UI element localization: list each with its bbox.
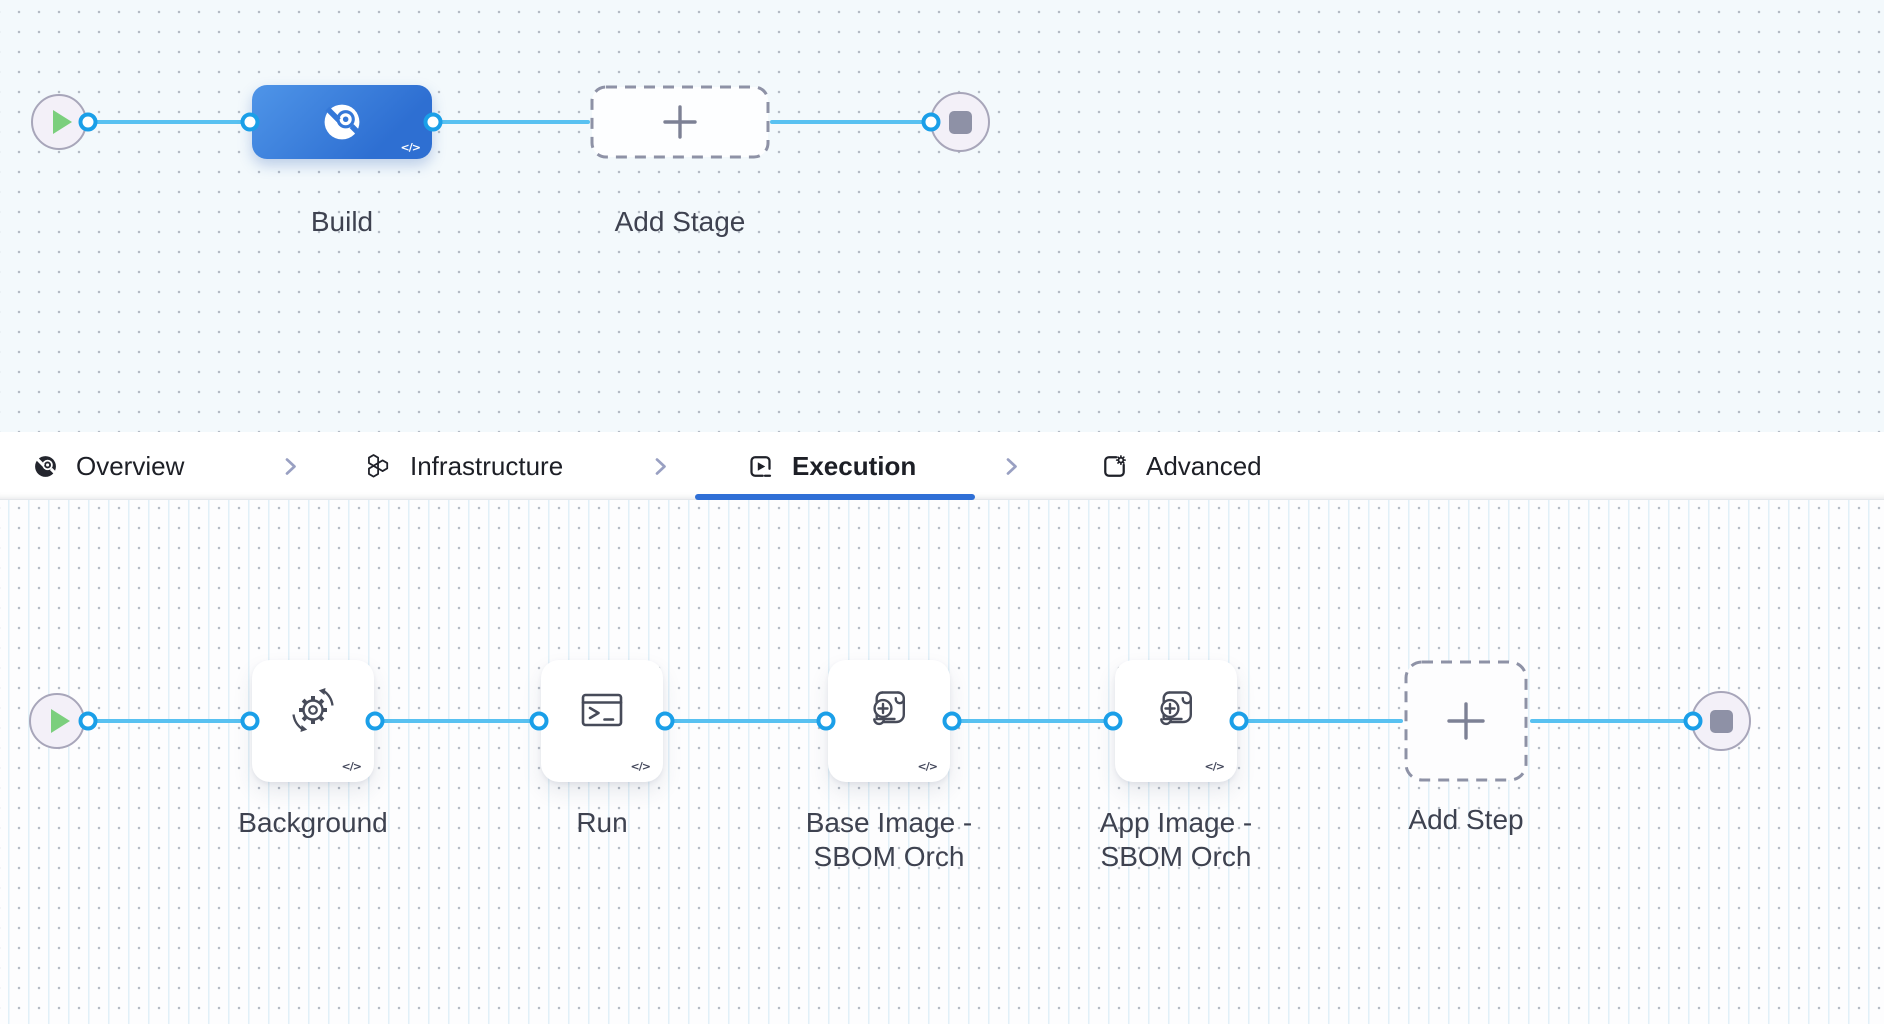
stop-icon — [1709, 709, 1733, 733]
execution-start-node[interactable] — [29, 693, 85, 749]
stop-icon — [948, 110, 972, 134]
port[interactable] — [78, 112, 98, 132]
tab-infrastructure[interactable]: Infrastructure — [362, 432, 563, 500]
chevron-right-icon — [1006, 458, 1017, 475]
edge-build-to-addstage — [433, 120, 590, 124]
port[interactable] — [240, 112, 260, 132]
tab-label: Infrastructure — [410, 450, 564, 481]
plus-icon — [663, 105, 697, 139]
pipeline-start-node[interactable] — [31, 94, 87, 150]
step-node-base-image-sbom-orch[interactable]: </> — [828, 660, 950, 782]
advanced-icon — [1104, 454, 1126, 477]
plus-icon — [1447, 702, 1485, 740]
edge — [375, 719, 539, 723]
infrastructure-icon — [368, 454, 389, 478]
edge — [88, 719, 250, 723]
execution-canvas[interactable]: </> </> </> — [0, 500, 1884, 1024]
port[interactable] — [78, 711, 98, 731]
tab-label: Execution — [792, 450, 917, 481]
edge-start-to-build — [88, 120, 250, 124]
stage-config-tabs: Overview Infrastructure Execution — [0, 432, 1884, 500]
code-toggle[interactable]: </> — [630, 760, 651, 773]
chevron-right-icon — [655, 458, 666, 475]
port[interactable] — [655, 711, 675, 731]
build-stage-icon — [324, 104, 360, 140]
execution-icon — [750, 455, 772, 477]
code-toggle[interactable]: </> — [1204, 760, 1225, 773]
active-tab-underline — [695, 494, 975, 500]
tab-advanced[interactable]: Advanced — [1101, 432, 1262, 500]
code-toggle[interactable]: </> — [917, 760, 938, 773]
add-step-button[interactable] — [1404, 660, 1528, 782]
edge — [1239, 719, 1403, 723]
stage-label: Build — [310, 206, 374, 237]
add-step-label: Add Step — [1408, 804, 1524, 835]
step-label: Background — [238, 807, 388, 838]
play-icon — [52, 110, 72, 134]
port[interactable] — [1683, 711, 1703, 731]
edge-addstage-to-end — [770, 120, 931, 124]
stage-canvas[interactable]: </> Build Add Stage — [0, 0, 1884, 432]
add-stage-button[interactable] — [590, 85, 770, 159]
script-plus-icon — [1160, 691, 1192, 726]
edge — [952, 719, 1113, 723]
add-stage-label: Add Stage — [614, 206, 746, 237]
code-toggle[interactable]: </> — [400, 141, 421, 154]
chevron-right-icon — [285, 458, 296, 475]
edge — [1530, 719, 1693, 723]
script-plus-icon — [873, 691, 905, 726]
tab-label: Advanced — [1146, 450, 1262, 481]
port[interactable] — [942, 711, 962, 731]
port[interactable] — [816, 711, 836, 731]
step-node-background[interactable]: </> — [252, 660, 374, 782]
step-node-run[interactable]: </> — [541, 660, 663, 782]
tab-label: Overview — [76, 450, 185, 481]
port[interactable] — [423, 112, 443, 132]
step-label: Base Image - SBOM Orch — [805, 807, 973, 872]
step-label: App Image - SBOM Orch — [1099, 807, 1253, 872]
step-node-app-image-sbom-orch[interactable]: </> — [1115, 660, 1237, 782]
port[interactable] — [921, 112, 941, 132]
step-label: Run — [576, 807, 628, 838]
stage-node-build[interactable]: </> — [252, 85, 432, 159]
port[interactable] — [1103, 711, 1123, 731]
port[interactable] — [365, 711, 385, 731]
edge — [665, 719, 826, 723]
port[interactable] — [240, 711, 260, 731]
pipeline-overview-icon — [35, 455, 56, 477]
port[interactable] — [529, 711, 549, 731]
terminal-icon — [581, 693, 623, 727]
port[interactable] — [1229, 711, 1249, 731]
tab-execution[interactable]: Execution — [747, 432, 916, 500]
tab-overview[interactable]: Overview — [33, 432, 184, 500]
play-icon — [50, 709, 70, 733]
sync-gear-icon — [292, 688, 334, 732]
code-toggle[interactable]: </> — [341, 760, 362, 773]
